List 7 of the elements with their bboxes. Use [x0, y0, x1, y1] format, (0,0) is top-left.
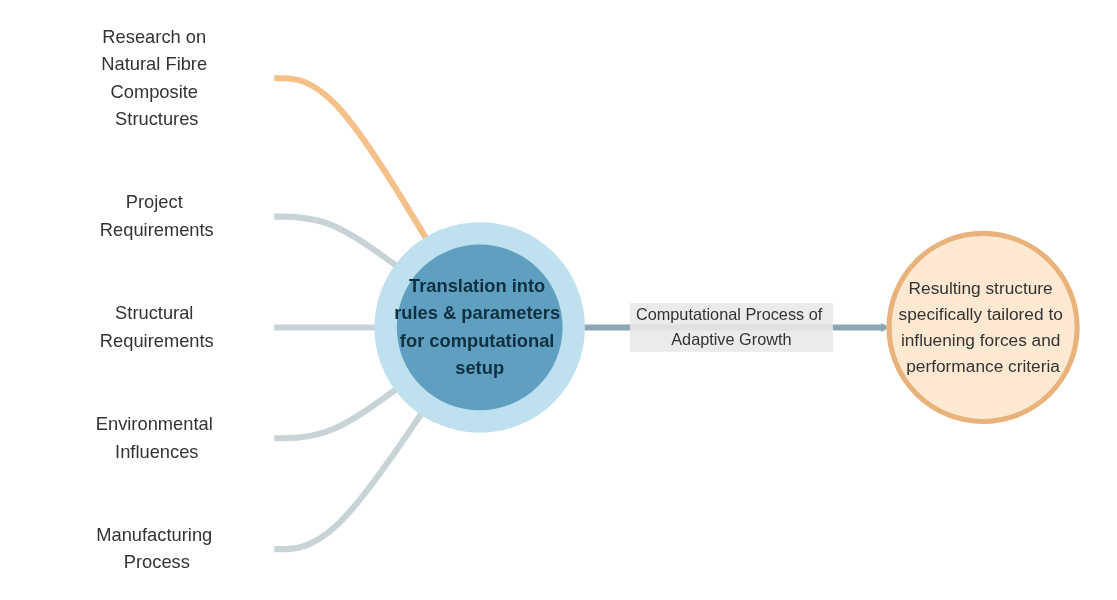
node-text: Environmental Influences	[95, 413, 213, 462]
node-circle	[374, 222, 585, 433]
node-text: Research on Natural Fibre Composite Structures	[101, 26, 208, 130]
node-text: Structural Requirements	[99, 303, 214, 351]
node-circle	[886, 230, 1080, 425]
node-text: Manufacturing Process	[96, 524, 213, 573]
node-text: Project Requirements	[99, 192, 214, 240]
